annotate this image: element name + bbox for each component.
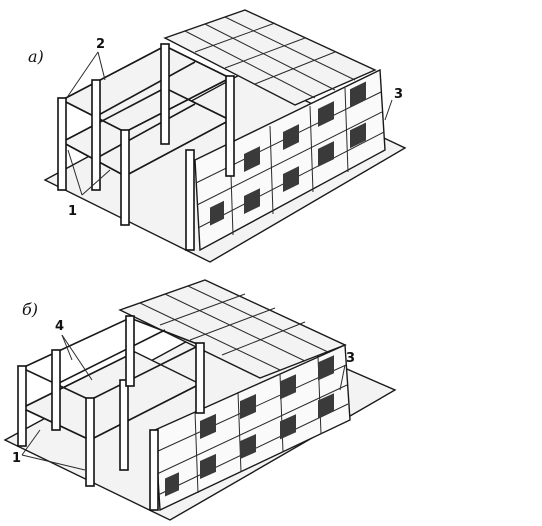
column	[85, 397, 95, 487]
column	[51, 349, 61, 431]
panel-b-callout-3: 3	[346, 351, 355, 366]
panel-b-leaders	[21, 334, 346, 471]
column	[57, 97, 67, 191]
column	[17, 365, 27, 447]
panel-a-callout-2: 2	[96, 37, 105, 52]
column	[125, 315, 135, 387]
panel-b-label: б)	[22, 300, 38, 319]
panel-a: а) 1 2 3	[28, 9, 407, 263]
column	[149, 429, 159, 511]
panel-a-columns	[57, 43, 235, 251]
panel-a-leaders	[67, 51, 393, 196]
panel-a-label: а)	[28, 47, 44, 66]
column	[91, 79, 101, 191]
panel-b-callout-4: 4	[55, 319, 64, 334]
column	[225, 75, 235, 177]
panel-a-callout-3: 3	[394, 87, 403, 102]
column	[120, 129, 130, 226]
column	[119, 379, 129, 471]
panel-b-columns	[17, 315, 205, 511]
panel-a-windows	[210, 81, 366, 226]
column	[185, 149, 195, 251]
panel-b: б) 1 3 4	[3, 279, 397, 521]
column	[160, 43, 170, 145]
panel-b-roof-joints	[139, 285, 329, 371]
panel-b-windows	[165, 355, 334, 497]
panel-b-callout-1: 1	[12, 451, 21, 466]
panel-a-callout-1: 1	[68, 204, 77, 219]
panel-a-roof-joints	[184, 16, 356, 99]
column	[195, 342, 205, 414]
panel-a-girders	[61, 45, 231, 177]
